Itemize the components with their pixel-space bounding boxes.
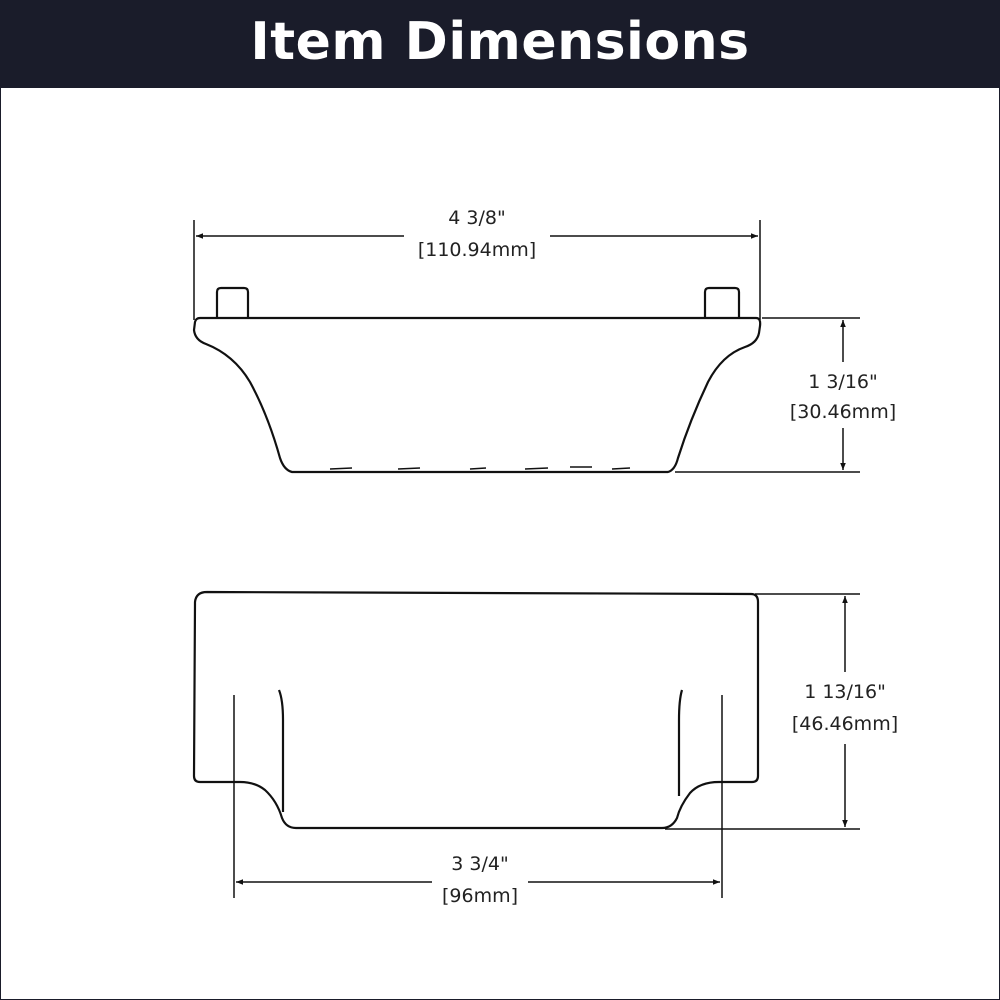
center-to-center-dimension	[233, 695, 723, 898]
projection-imperial: 1 3/16"	[808, 371, 878, 393]
left-mounting-post	[215, 286, 250, 318]
recess-line-right	[677, 689, 684, 796]
front-view-outline	[192, 590, 760, 830]
overall-length-metric: [110.94mm]	[418, 239, 536, 261]
recess-line-left	[277, 689, 285, 812]
center-to-center-metric: [96mm]	[442, 885, 518, 907]
center-to-center-imperial: 3 3/4"	[451, 853, 508, 875]
top-view-outline	[192, 286, 762, 474]
pull-body-top-view	[192, 316, 762, 474]
pull-body-front-view	[192, 590, 760, 830]
page-title: Item Dimensions	[250, 12, 750, 72]
height-dimension	[665, 593, 860, 830]
right-mounting-post	[703, 286, 741, 318]
projection-metric: [30.46mm]	[790, 401, 896, 423]
overall-length-dimension	[193, 220, 761, 320]
height-imperial: 1 13/16"	[804, 681, 886, 703]
projection-dimension	[675, 317, 860, 473]
overall-length-imperial: 4 3/8"	[448, 207, 505, 229]
bottom-texture	[329, 466, 631, 470]
height-metric: [46.46mm]	[792, 713, 898, 735]
header-bar: Item Dimensions	[0, 0, 1000, 88]
